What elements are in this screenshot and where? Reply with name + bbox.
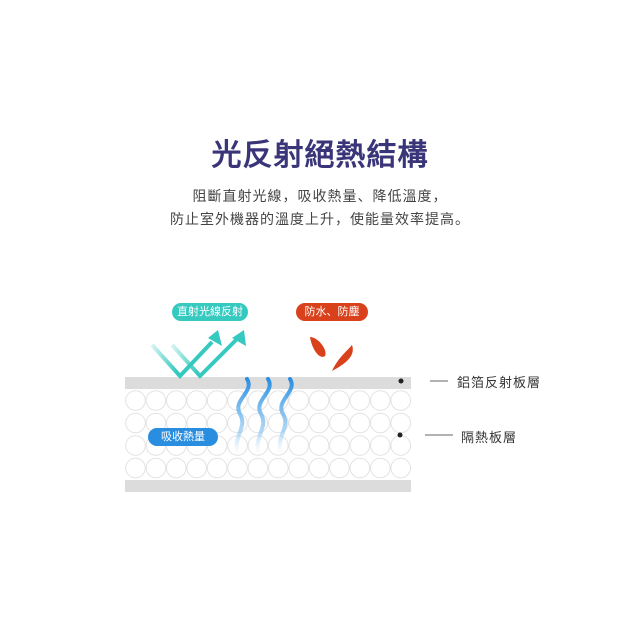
- insulation-circle: [227, 457, 248, 479]
- insulation-circle: [206, 390, 228, 411]
- page-title: 光反射絕熱結構: [211, 138, 429, 173]
- bottom-layer-bar: [125, 480, 411, 492]
- insulation-circle: [288, 435, 310, 456]
- insulation-circle: [125, 390, 146, 411]
- insulation-layer-label: 隔熱板層: [461, 431, 518, 446]
- subtitle-line-1: 阻斷直射光線，吸收熱量、降低溫度，: [192, 189, 448, 205]
- insulation-circle: [186, 457, 207, 479]
- insulation-circle: [247, 457, 269, 479]
- insulation-circle: [166, 390, 187, 411]
- insulation-circle: [390, 412, 412, 434]
- insulation-circle: [349, 390, 371, 411]
- pointer-dot: [397, 432, 403, 438]
- insulation-circle: [349, 435, 371, 456]
- insulation-circle: [308, 435, 330, 456]
- insulation-circle: [186, 390, 207, 411]
- insulation-circle: [247, 412, 269, 434]
- insulation-circle: [125, 412, 146, 434]
- insulation-circle: [349, 457, 371, 479]
- insulation-circle: [268, 457, 289, 479]
- insulation-circle: [166, 457, 187, 479]
- insulation-circle: [370, 435, 391, 456]
- foil-layer-label: 鋁箔反射板層: [457, 376, 542, 391]
- insulation-circle: [145, 457, 167, 479]
- waterproof-badge: 防水、防塵: [296, 303, 368, 321]
- insulation-circle: [268, 390, 289, 411]
- water-drop-icon: [332, 345, 353, 371]
- insulation-circle: [125, 435, 146, 456]
- insulation-circle: [370, 412, 391, 434]
- insulation-circle: [125, 457, 146, 479]
- subtitle-line-2: 防止室外機器的溫度上升，使能量效率提高。: [170, 212, 470, 228]
- insulation-circle: [268, 412, 289, 434]
- heat-waves-icon: [234, 377, 294, 457]
- reflect-badge: 直射光線反射: [172, 303, 248, 321]
- insulation-circle: [308, 457, 330, 479]
- insulation-circle: [268, 435, 289, 456]
- insulation-circle: [329, 457, 350, 479]
- insulation-circle: [370, 457, 391, 479]
- insulation-circle: [329, 435, 350, 456]
- insulation-circle: [390, 390, 412, 411]
- arrow-head-icon: [232, 330, 246, 346]
- water-drop-icon: [310, 337, 326, 357]
- insulation-circle: [308, 412, 330, 434]
- insulation-circle: [308, 390, 330, 411]
- insulation-circle: [329, 412, 350, 434]
- insulation-circle: [390, 435, 412, 456]
- insulation-circle: [390, 457, 412, 479]
- insulation-circle: [288, 457, 310, 479]
- arrow-head-icon: [208, 330, 222, 346]
- reflection-arrows-icon: [150, 338, 238, 379]
- insulation-circle: [206, 457, 228, 479]
- insulation-circle: [329, 390, 350, 411]
- insulation-circle: [288, 412, 310, 434]
- insulation-circle: [145, 390, 167, 411]
- absorb-badge: 吸收熱量: [148, 428, 218, 446]
- insulation-circle: [349, 412, 371, 434]
- insulation-circle: [288, 390, 310, 411]
- pointer-dot: [398, 378, 404, 384]
- insulation-circle: [227, 412, 248, 434]
- insulation-circle: [370, 390, 391, 411]
